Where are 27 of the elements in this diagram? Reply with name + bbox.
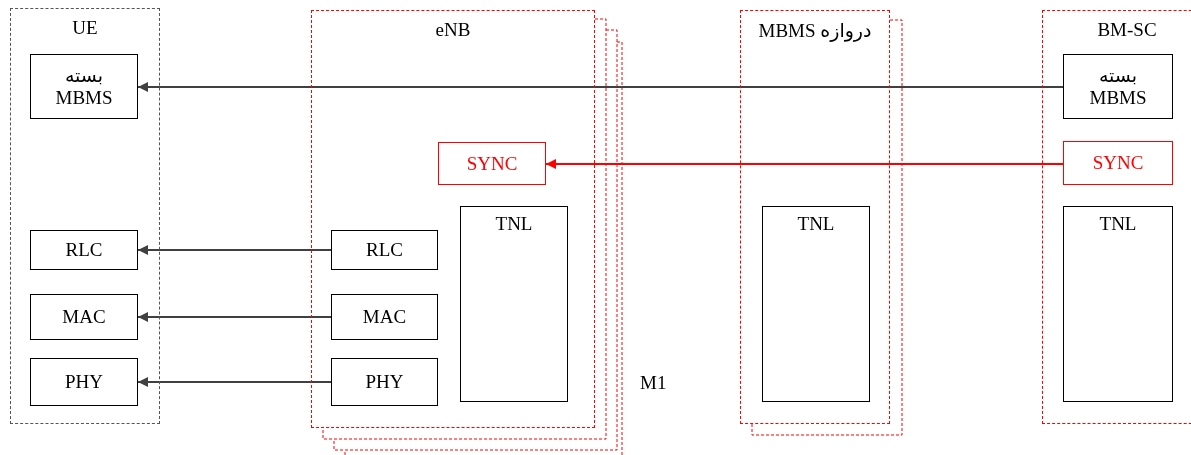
protocol-layer-box: RLC xyxy=(331,230,438,270)
protocol-layer-box: PHY xyxy=(331,358,438,406)
protocol-layer-box: TNL xyxy=(762,206,870,402)
protocol-layer-box: MAC xyxy=(30,294,138,340)
protocol-layer-box: TNL xyxy=(1063,206,1173,402)
frame-title: UE xyxy=(71,17,99,39)
protocol-layer-box: PHY xyxy=(30,358,138,406)
protocol-layer-box: SYNC xyxy=(1063,141,1173,185)
network-element-frame xyxy=(10,8,160,424)
frame-title: eNB xyxy=(434,19,472,41)
protocol-layer-box: TNL xyxy=(460,206,568,402)
frame-title: BM-SC xyxy=(1096,19,1158,41)
network-element-frame xyxy=(740,10,890,424)
interface-label: M1 xyxy=(640,372,667,394)
protocol-layer-box: SYNC xyxy=(438,142,546,185)
arrow xyxy=(137,245,332,255)
protocol-layer-box: RLC xyxy=(30,230,138,270)
protocol-layer-box: بسته MBMS xyxy=(1063,54,1173,119)
protocol-layer-box: بسته MBMS xyxy=(30,54,138,119)
protocol-layer-box: MAC xyxy=(331,294,438,340)
network-element-frame xyxy=(311,10,595,428)
frame-title: دروازه MBMS xyxy=(757,19,873,42)
arrow xyxy=(137,312,332,322)
arrow xyxy=(545,159,1064,169)
network-element-frame xyxy=(1042,10,1191,424)
arrow xyxy=(137,377,332,387)
arrow xyxy=(137,82,1064,92)
